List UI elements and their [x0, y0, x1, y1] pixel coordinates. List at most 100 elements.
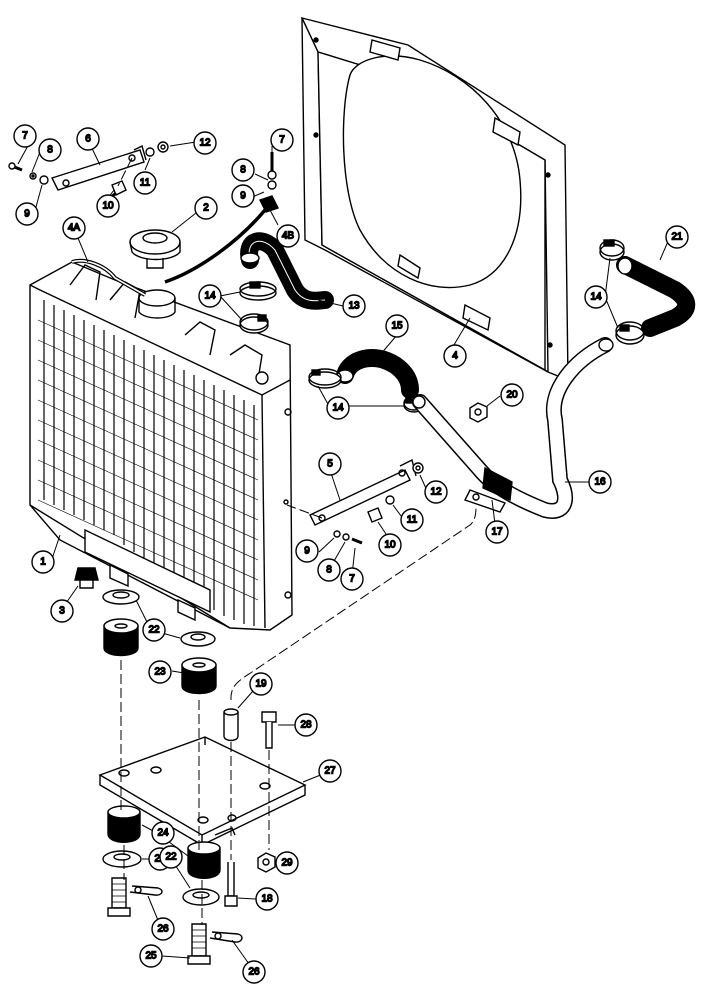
overflow-tube-4b — [164, 208, 267, 284]
callout-c10a: 10 — [96, 194, 120, 218]
svg-text:22: 22 — [165, 852, 177, 863]
svg-text:25: 25 — [145, 951, 157, 962]
radiator-cap — [129, 229, 181, 269]
svg-text:2: 2 — [203, 203, 209, 214]
rubber-mount-23-a — [103, 618, 139, 657]
svg-text:19: 19 — [255, 679, 267, 690]
callout-c20: 20 — [500, 383, 524, 407]
hose-21 — [616, 256, 696, 337]
callout-c9c: 9 — [295, 539, 319, 563]
washer-22-top — [102, 589, 140, 605]
svg-text:26: 26 — [157, 924, 169, 935]
svg-text:14: 14 — [204, 291, 216, 302]
callout-c18: 18 — [255, 887, 279, 911]
callout-c25: 25 — [139, 944, 163, 968]
bolt-18 — [224, 862, 238, 907]
callout-c22a: 22 — [142, 618, 166, 642]
svg-text:24: 24 — [157, 828, 169, 839]
svg-text:14: 14 — [332, 403, 344, 414]
svg-text:18: 18 — [261, 894, 273, 905]
cotter-pin-26-a — [129, 885, 163, 896]
hose-clamp-21-a — [599, 239, 625, 261]
callout-c1: 1 — [31, 550, 55, 574]
callout-c14b: 14 — [326, 396, 350, 420]
svg-text:1: 1 — [40, 557, 46, 568]
callout-c6: 6 — [76, 127, 100, 151]
svg-text:21: 21 — [671, 232, 683, 243]
svg-text:8: 8 — [240, 165, 246, 176]
svg-text:9: 9 — [24, 209, 30, 220]
callout-c7a: 7 — [13, 124, 37, 148]
callout-c28: 28 — [294, 713, 318, 737]
callout-c12b: 12 — [424, 480, 448, 504]
callout-c26a: 26 — [151, 917, 175, 941]
lower-hose-15 — [336, 349, 419, 399]
callout-c16: 16 — [588, 470, 612, 494]
rubber-mount-23-b — [181, 657, 217, 695]
spacer-19 — [223, 708, 239, 742]
callout-c4a: 4A — [62, 216, 86, 240]
svg-text:5: 5 — [327, 459, 333, 470]
radiator — [29, 261, 293, 631]
callout-c26b: 26 — [242, 960, 266, 984]
callout-c23: 23 — [148, 660, 172, 684]
svg-text:4A: 4A — [68, 223, 81, 234]
callout-c15: 15 — [385, 314, 409, 338]
tube-clip-4b — [259, 195, 279, 213]
svg-text:14: 14 — [590, 292, 602, 303]
callout-c9a: 9 — [15, 202, 39, 226]
callout-c8b: 8 — [231, 158, 255, 182]
callout-c29: 29 — [275, 851, 299, 875]
svg-text:12: 12 — [430, 487, 442, 498]
svg-text:10: 10 — [102, 201, 114, 212]
svg-text:7: 7 — [349, 574, 355, 585]
callout-c11b: 11 — [400, 508, 424, 532]
fastener-set-top-left — [8, 141, 169, 200]
callout-c14c: 14 — [584, 285, 608, 309]
svg-text:11: 11 — [407, 515, 418, 526]
svg-text:8: 8 — [326, 565, 332, 576]
rubber-mount-24-a — [107, 805, 141, 843]
callout-c8a: 8 — [38, 138, 62, 162]
callout-c4: 4 — [443, 344, 467, 368]
washer-22-lower-a — [102, 850, 142, 868]
fastener-set-lower — [333, 462, 424, 545]
drain-cock — [74, 567, 99, 589]
callout-c24: 24 — [151, 821, 175, 845]
callout-c21: 21 — [665, 225, 689, 249]
pin-25-a — [107, 877, 131, 917]
rubber-mount-24-b — [187, 841, 221, 879]
svg-text:26: 26 — [248, 967, 260, 978]
svg-text:4: 4 — [452, 351, 458, 362]
cotter-pin-26-b — [209, 931, 243, 943]
fastener-set-top-right — [267, 152, 277, 190]
callout-c12a: 12 — [193, 131, 217, 155]
fan-shroud — [300, 16, 569, 382]
callout-c4b: 4B — [276, 224, 300, 248]
washer-22-mid — [180, 631, 216, 647]
svg-text:22: 22 — [148, 625, 160, 636]
pin-25-b — [187, 923, 211, 965]
leader-lines — [17, 139, 670, 972]
callout-c5: 5 — [318, 452, 342, 476]
svg-text:23: 23 — [154, 667, 166, 678]
svg-text:13: 13 — [348, 301, 360, 312]
callout-c17: 17 — [485, 520, 509, 544]
hose-clamp-21-b — [615, 321, 645, 345]
tube-clip-17 — [464, 466, 513, 513]
nut-29 — [257, 852, 276, 873]
mounting-plate — [98, 736, 307, 847]
callout-c7c: 7 — [340, 567, 364, 591]
callout-c2: 2 — [194, 196, 218, 220]
svg-text:7: 7 — [22, 131, 28, 142]
svg-text:6: 6 — [85, 134, 91, 145]
svg-text:16: 16 — [594, 477, 606, 488]
svg-text:29: 29 — [281, 858, 293, 869]
bolt-28 — [261, 711, 277, 749]
svg-text:28: 28 — [300, 720, 312, 731]
callout-c13: 13 — [342, 294, 366, 318]
upper-bracket — [51, 144, 147, 191]
svg-text:12: 12 — [199, 138, 211, 149]
callout-c11a: 11 — [133, 171, 157, 195]
